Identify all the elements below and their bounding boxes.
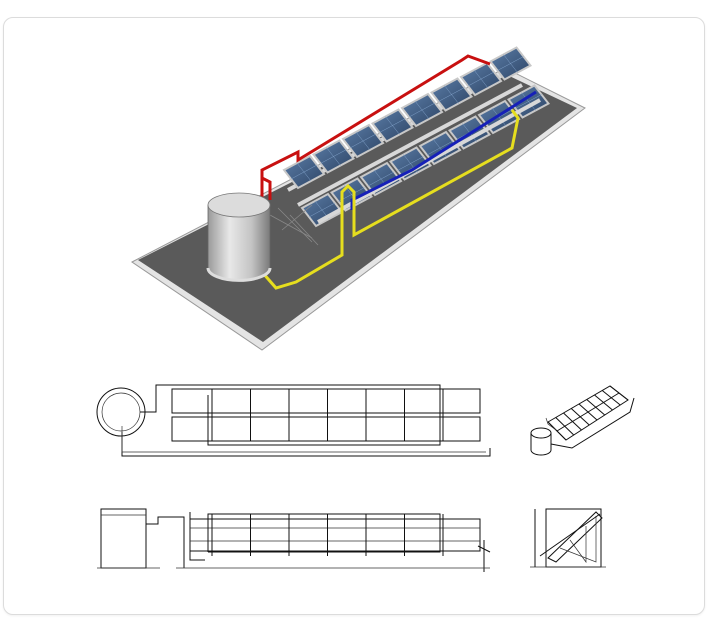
iso-pipe-2	[545, 417, 557, 431]
plan-panel-dividers	[211, 389, 444, 441]
cold-pipe	[350, 90, 537, 210]
front-row-panel	[388, 146, 433, 181]
front-row-panel	[359, 161, 403, 197]
iso-collector-slats	[547, 385, 629, 441]
front-row-panels	[300, 84, 551, 228]
back-row-panel	[282, 154, 326, 190]
back-row-panels	[282, 46, 533, 190]
back-row-panel	[429, 77, 474, 112]
front-collector-band	[189, 518, 481, 552]
side-frame	[559, 516, 597, 563]
perspective-view	[131, 46, 586, 351]
support-lattice	[269, 204, 319, 246]
iso-collector-frame	[547, 385, 629, 441]
front-pipe-riser	[146, 516, 185, 568]
front-panel-dividers	[211, 514, 444, 556]
side-collector	[547, 511, 603, 563]
iso-view	[530, 385, 635, 456]
storage-tank	[206, 192, 272, 282]
iso-tank-top	[530, 427, 552, 439]
front-pipe-loop	[207, 513, 441, 553]
back-row-panel	[370, 108, 415, 143]
front-tank	[100, 508, 147, 569]
return-pipe	[260, 109, 520, 290]
front-view	[97, 508, 491, 572]
plan-tank-outer	[96, 387, 146, 437]
back-row-panel	[459, 61, 503, 97]
back-row-panel	[311, 139, 356, 174]
plan-view	[96, 384, 491, 457]
iso-pipe	[550, 397, 635, 449]
plan-row-bottom	[171, 416, 481, 442]
plan-pipe-upper	[140, 384, 441, 446]
back-row-panel	[341, 123, 385, 159]
iso-tank-body	[530, 433, 552, 456]
hot-pipe-drop	[261, 176, 272, 200]
plan-pipe-return	[121, 426, 486, 453]
side-view	[530, 508, 606, 568]
plan-pipe-lower	[121, 432, 491, 457]
plan-row-top	[171, 388, 481, 414]
back-row-panel	[400, 92, 444, 128]
side-tank	[545, 508, 602, 568]
hot-pipe	[260, 54, 491, 200]
iso-midline	[556, 392, 620, 432]
plan-tank-inner	[101, 392, 141, 432]
back-row-panel	[488, 46, 533, 81]
